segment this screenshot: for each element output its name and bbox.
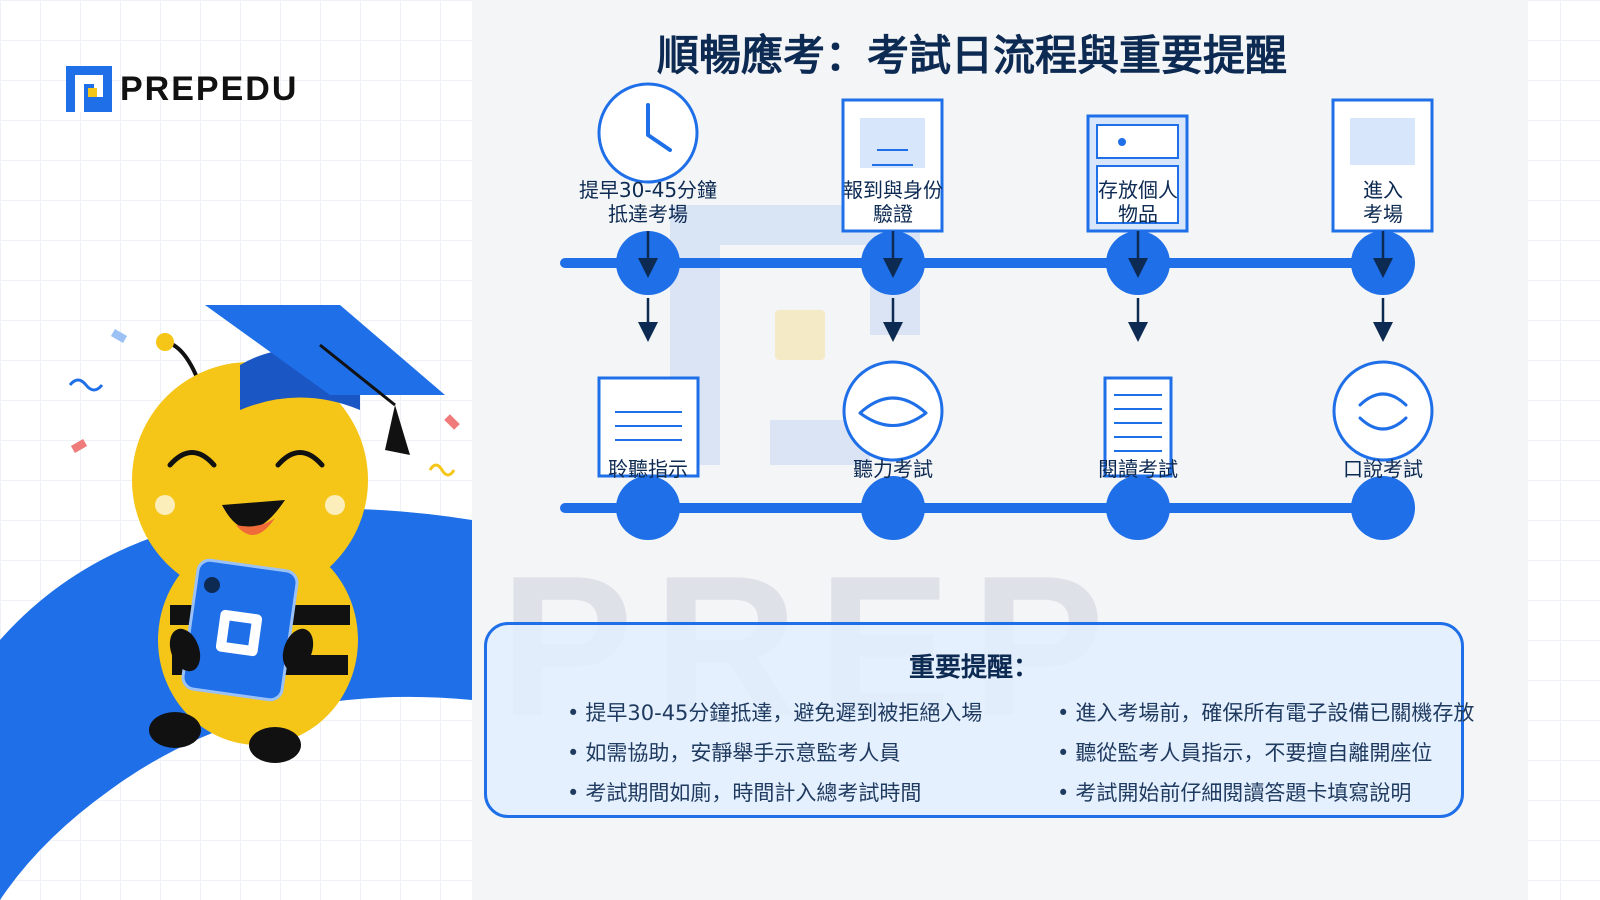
reminder-item: 考試期間如廁，時間計入總考試時間 bbox=[567, 773, 982, 813]
bee-eye bbox=[275, 450, 325, 468]
step-label-instructions: 聆聽指示 bbox=[608, 457, 688, 481]
reminder-item: 如需協助，安靜舉手示意監考人員 bbox=[567, 733, 982, 773]
grad-cap-string bbox=[319, 343, 396, 407]
step-label-store-items: 存放個人物品 bbox=[1098, 178, 1178, 226]
confetti-piece bbox=[110, 329, 128, 343]
bee-antenna-tip bbox=[156, 333, 174, 351]
reminder-item: 提早30-45分鐘抵達，避免遲到被拒絕入場 bbox=[567, 693, 982, 733]
brand-name: PREPEDU bbox=[120, 69, 299, 108]
mascot-illustration bbox=[0, 305, 472, 900]
bee-tongue bbox=[236, 518, 275, 535]
bee-hand bbox=[282, 628, 314, 672]
watermark-accent-square bbox=[775, 310, 825, 360]
bottom-node-1 bbox=[616, 476, 680, 540]
bee-foot bbox=[249, 727, 301, 763]
top-node-4 bbox=[1351, 231, 1415, 342]
reminder-item: 聽從監考人員指示，不要擅自離開座位 bbox=[1057, 733, 1474, 773]
bottom-node-2 bbox=[861, 476, 925, 540]
brand-logo[interactable]: PREPEDU bbox=[66, 66, 298, 112]
top-node-2 bbox=[861, 231, 925, 342]
step-label-check-in: 報到與身份驗證 bbox=[843, 178, 943, 226]
confetti-squiggle bbox=[428, 463, 456, 477]
step-label-arrive: 提早30-45分鐘抵達考場 bbox=[578, 178, 718, 226]
locker-icon bbox=[1086, 114, 1189, 233]
reminder-list-right: 進入考場前，確保所有電子設備已關機存放 聽從監考人員指示，不要擅自離開座位 考試… bbox=[1057, 693, 1474, 813]
step-label-speaking: 口說考試 bbox=[1343, 457, 1423, 481]
bee-eye bbox=[167, 450, 217, 468]
bee-mouth bbox=[222, 500, 285, 529]
reading-document-icon bbox=[1103, 376, 1173, 478]
prep-logo-icon bbox=[66, 66, 112, 112]
phone-camera bbox=[204, 577, 220, 593]
step-label-enter-room: 進入考場 bbox=[1363, 178, 1403, 226]
ear-icon bbox=[842, 360, 944, 462]
id-document-icon bbox=[841, 98, 944, 233]
instructions-document-icon bbox=[597, 376, 700, 478]
grad-cap-tassel bbox=[385, 405, 410, 455]
bee-head bbox=[132, 362, 368, 598]
bee-hand bbox=[169, 628, 201, 672]
top-node-3 bbox=[1106, 231, 1170, 342]
reminder-list-left: 提早30-45分鐘抵達，避免遲到被拒絕入場 如需協助，安靜舉手示意監考人員 考試… bbox=[567, 693, 982, 813]
clock-icon bbox=[597, 82, 699, 184]
page-title: 順暢應考：考試日流程與重要提醒 bbox=[656, 31, 1287, 80]
reminder-item: 進入考場前，確保所有電子設備已關機存放 bbox=[1057, 693, 1474, 733]
reminder-item: 考試開始前仔細閱讀答題卡填寫說明 bbox=[1057, 773, 1474, 813]
confetti-squiggle bbox=[68, 378, 104, 392]
phone-logo-inner bbox=[226, 620, 252, 646]
confetti-piece bbox=[70, 439, 88, 453]
bottom-node-3 bbox=[1106, 476, 1170, 540]
bee-foot bbox=[149, 712, 201, 748]
speaking-icon bbox=[1332, 360, 1434, 462]
bee-cheek bbox=[155, 495, 175, 515]
reminder-box: 重要提醒： 提早30-45分鐘抵達，避免遲到被拒絕入場 如需協助，安靜舉手示意監… bbox=[484, 622, 1474, 818]
step-label-reading: 閱讀考試 bbox=[1098, 457, 1178, 481]
bee-cheek bbox=[325, 495, 345, 515]
step-label-listening: 聽力考試 bbox=[853, 457, 933, 481]
top-node-1 bbox=[616, 231, 680, 342]
bottom-node-4 bbox=[1351, 476, 1415, 540]
reminder-title: 重要提醒： bbox=[908, 653, 1039, 683]
confetti-piece bbox=[444, 414, 460, 430]
door-icon bbox=[1331, 98, 1434, 233]
